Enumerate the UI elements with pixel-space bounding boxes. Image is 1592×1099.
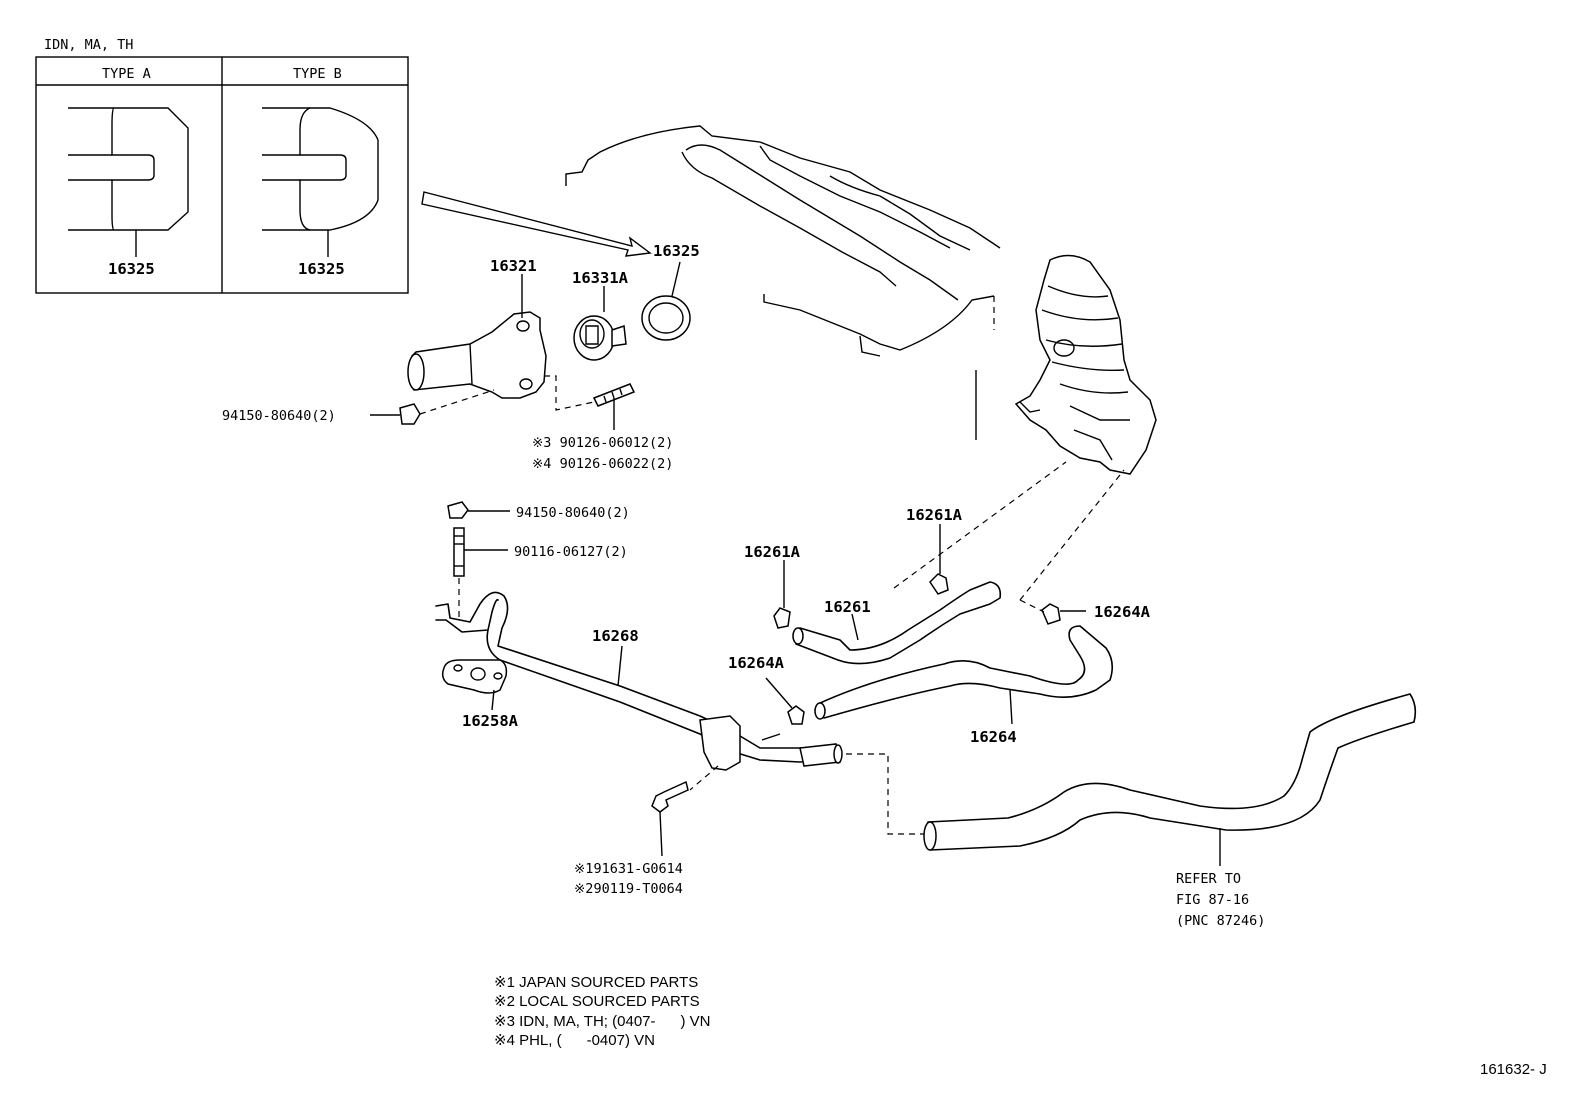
clamp-16264a-mid: [761, 677, 805, 741]
gasket-16325: [641, 261, 691, 341]
nut-94150-top: [370, 389, 495, 425]
label-bolt-2: ※290119-T0064: [574, 881, 683, 897]
heater-hose: [846, 693, 1417, 866]
label-16261: 16261: [824, 598, 871, 616]
type-a-gasket-drawing: [68, 107, 189, 257]
inset-caption: IDN, MA, TH: [44, 37, 133, 53]
label-16261a-left: 16261A: [744, 543, 801, 561]
clamp-16261a-left: [773, 560, 791, 629]
label-16264a-right: 16264A: [1094, 603, 1151, 621]
thermostat-16331a: [573, 286, 627, 361]
hose-16261: [792, 581, 1002, 665]
label-16264a-mid: 16264A: [728, 654, 785, 672]
note-1: ※1 JAPAN SOURCED PARTS: [494, 974, 698, 991]
type-inset: IDN, MA, TH TYPE A TYPE B 16325 16325: [35, 37, 409, 294]
water-inlet-16321: [407, 274, 547, 399]
label-nut-pipe: 94150-80640(2): [516, 505, 630, 521]
label-refer-1: REFER TO: [1176, 871, 1241, 887]
inset-pointer-arrow: [421, 191, 652, 257]
label-refer-3: (PNC 87246): [1176, 913, 1265, 929]
water-inlet-housing: [1014, 254, 1157, 475]
clamp-16264a-right: [1019, 469, 1125, 625]
water-pipe-16268: [435, 591, 843, 791]
label-nut-top: 94150-80640(2): [222, 408, 336, 424]
label-16261a-right: 16261A: [906, 506, 963, 524]
type-a-part-number: 16325: [108, 260, 155, 278]
label-refer-2: FIG 87-16: [1176, 892, 1249, 908]
clamp-16261a-right: [893, 461, 1067, 595]
label-stud-top-2: ※4 90126-06022(2): [532, 456, 673, 472]
type-b-part-number: 16325: [298, 260, 345, 278]
label-16331a: 16331A: [572, 269, 629, 287]
label-stud-pipe: 90116-06127(2): [514, 544, 628, 560]
note-3: ※3 IDN, MA, TH; (0407- ) VN: [494, 1013, 711, 1030]
nut-94150-pipe: [447, 501, 510, 519]
bolt-91631: [651, 780, 689, 857]
footnotes: ※1 JAPAN SOURCED PARTS ※2 LOCAL SOURCED …: [494, 974, 711, 1049]
label-16325: 16325: [653, 242, 700, 260]
label-16268: 16268: [592, 627, 639, 645]
stud-90116: [453, 527, 508, 620]
type-b-gasket-drawing: [262, 107, 379, 257]
label-16258a: 16258A: [462, 712, 519, 730]
label-16321: 16321: [490, 257, 537, 275]
hose-16264: [814, 625, 1114, 725]
type-b-label: TYPE B: [293, 66, 342, 82]
label-16264: 16264: [970, 728, 1017, 746]
figure-id: 161632- J: [1480, 1061, 1547, 1078]
label-bolt-1: ※191631-G0614: [574, 861, 683, 877]
label-stud-top-1: ※3 90126-06012(2): [532, 435, 673, 451]
engine-outline: [565, 125, 1001, 440]
gasket-16258a: [441, 659, 508, 711]
note-2: ※2 LOCAL SOURCED PARTS: [494, 993, 700, 1010]
stud-90126: [544, 375, 636, 430]
type-a-label: TYPE A: [102, 66, 151, 82]
note-4: ※4 PHL, ( -0407) VN: [494, 1032, 655, 1049]
